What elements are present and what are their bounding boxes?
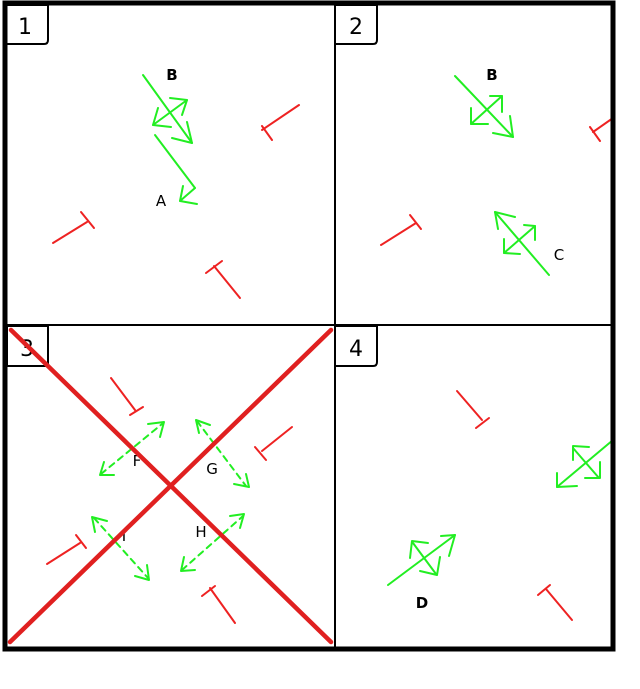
panel-1: 1 B A	[7, 4, 300, 299]
panel-1-number: 1	[18, 15, 32, 40]
agent-b-arrow-icon	[454, 75, 514, 138]
wall-marker-icon	[110, 377, 144, 416]
label-f: F	[133, 452, 142, 470]
panel-2-number-tab: 2	[336, 4, 378, 45]
agent-b-arrow-icon	[142, 74, 193, 144]
panel-4-number-tab: 4	[336, 325, 378, 367]
panel-1-number-tab: 1	[7, 4, 49, 45]
grid-dividers	[5, 5, 615, 650]
agent-i-dashed-arrow-icon	[91, 516, 150, 581]
wall-marker-icon	[201, 585, 236, 624]
agent-a-arrow-icon	[154, 134, 198, 205]
agent-h-dashed-arrow-icon	[180, 513, 245, 572]
label-c: C	[554, 246, 564, 264]
wall-marker-icon	[456, 390, 490, 429]
wall-marker-icon	[254, 426, 293, 461]
agent-g-dashed-arrow-icon	[195, 419, 250, 488]
wall-marker-icon	[380, 214, 422, 246]
label-d: D	[416, 594, 428, 612]
wall-marker-icon	[205, 260, 241, 299]
cross-out-x-icon	[7, 327, 334, 645]
panel-4-number: 4	[349, 337, 363, 362]
label-h: H	[195, 523, 206, 541]
wall-marker-icon	[589, 117, 614, 142]
panel-2: 2 B C	[336, 4, 614, 276]
panel-2-number: 2	[349, 15, 363, 40]
outer-frame	[2, 0, 616, 652]
panel-4: 4 D	[336, 325, 614, 621]
agent-arrow-icon	[556, 439, 614, 488]
wall-marker-icon	[46, 534, 87, 565]
label-i: I	[122, 527, 126, 545]
wall-marker-icon	[52, 211, 95, 244]
agent-d-arrow-icon	[387, 534, 456, 586]
wall-marker-icon	[537, 584, 573, 621]
label-g: G	[206, 460, 218, 478]
agent-c-arrow-icon	[494, 211, 550, 276]
label-a: A	[156, 192, 167, 210]
wall-marker-icon	[261, 104, 300, 141]
label-b-panel-2: B	[486, 66, 497, 84]
label-b: B	[166, 66, 177, 84]
